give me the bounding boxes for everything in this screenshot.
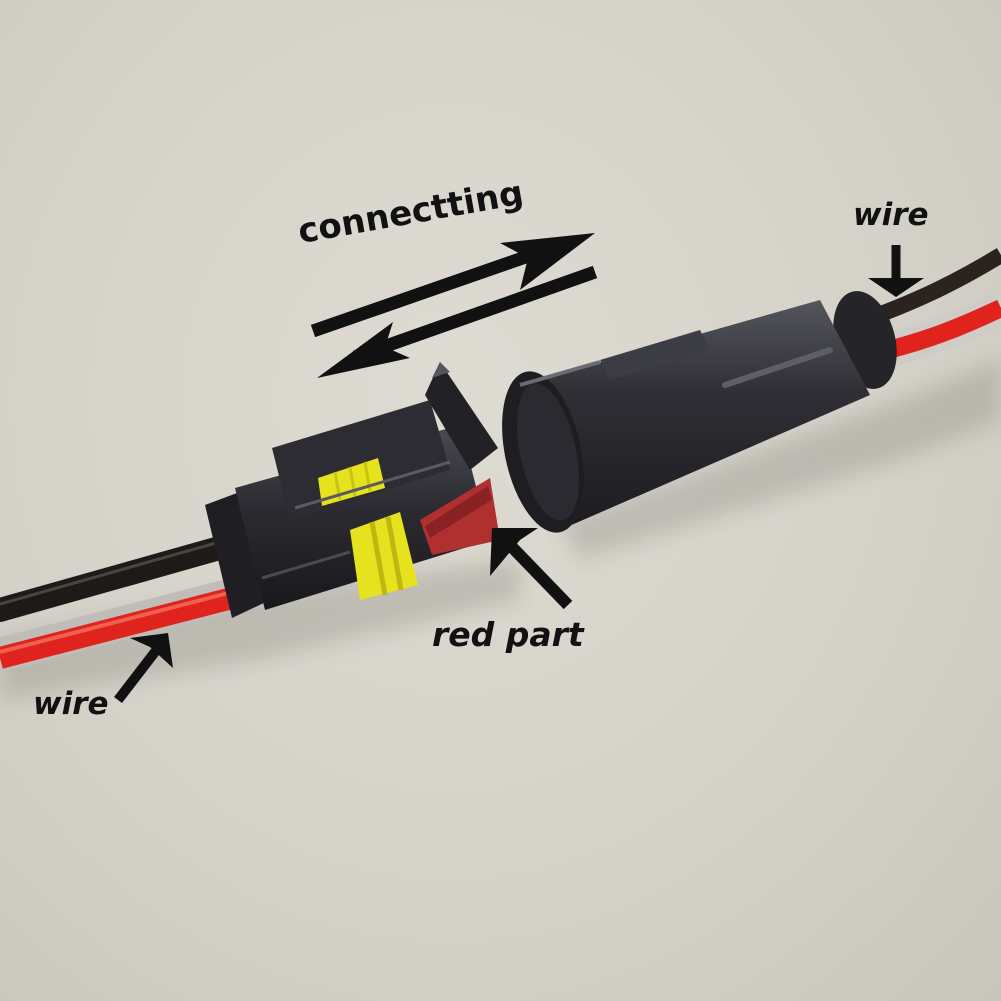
arrow-up-left-icon [490,528,573,610]
wire-left-label: wire [33,686,109,722]
arrow-down-icon [868,245,924,297]
male-connector [502,291,897,533]
connect-arrows-icon [310,233,598,378]
shadows [0,360,1001,700]
left-wires [0,533,245,672]
female-connector [205,362,500,618]
wire-right-label: wire [853,197,929,233]
red-part-label: red part [432,615,584,654]
arrow-up-right-icon [114,633,173,704]
